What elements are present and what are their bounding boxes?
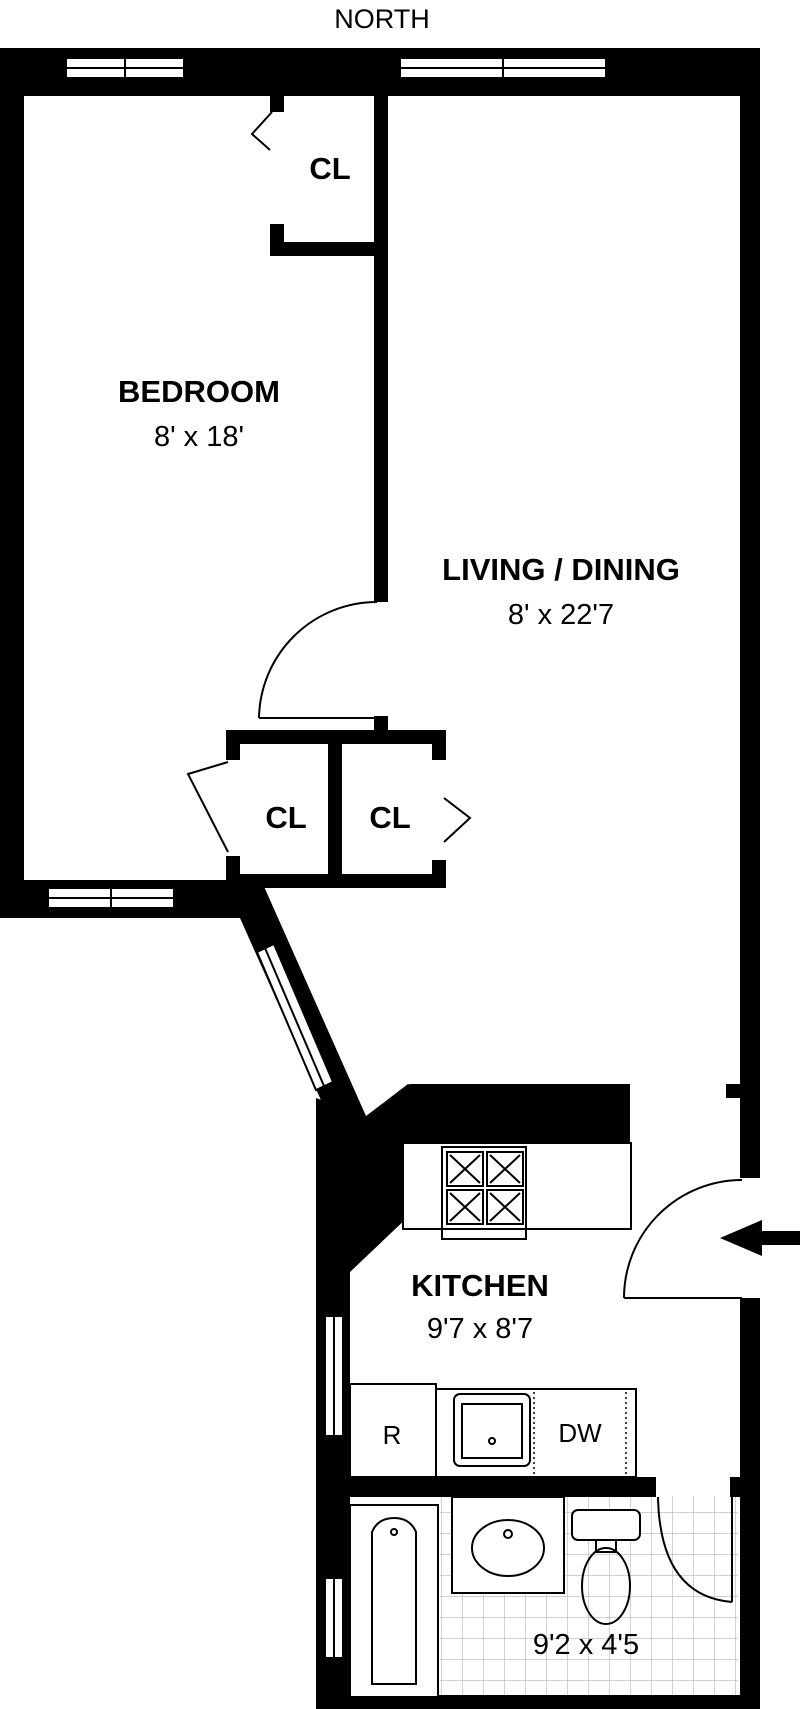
doors (186, 111, 743, 1603)
hall-closet-left-label: CL (265, 800, 306, 835)
bathroom-size: 9'2 x 4'5 (533, 1629, 639, 1661)
sink-icon (453, 1393, 531, 1467)
window-top-right (399, 57, 607, 79)
window-top-left (65, 57, 185, 79)
vanity-sink-icon (451, 1496, 565, 1594)
bathtub-icon (349, 1504, 439, 1698)
refrigerator-label: R (383, 1420, 402, 1450)
dishwasher-label: DW (558, 1418, 602, 1448)
bedroom-closet-label: CL (309, 151, 350, 186)
north-label: NORTH (334, 4, 430, 34)
bedroom-size: 8' x 18' (154, 421, 244, 453)
window-kitchen (324, 1315, 344, 1437)
kitchen-name: KITCHEN (411, 1268, 549, 1303)
window-diagonal (255, 942, 335, 1092)
window-bathroom (324, 1577, 344, 1659)
dishwasher (533, 1388, 627, 1478)
window-bedroom-bottom (47, 887, 175, 909)
kitchen-upper-wall (366, 1084, 630, 1143)
windows (47, 57, 607, 1659)
living-name: LIVING / DINING (442, 552, 680, 587)
entry-arrow-icon (720, 1220, 800, 1256)
stove-icon (441, 1146, 527, 1240)
toilet-icon (571, 1509, 641, 1625)
kitchen-size: 9'7 x 8'7 (427, 1313, 533, 1345)
hall-closet-right-label: CL (369, 800, 410, 835)
interior-walls (226, 94, 446, 902)
bedroom-name: BEDROOM (118, 374, 280, 409)
living-size: 8' x 22'7 (508, 599, 614, 631)
